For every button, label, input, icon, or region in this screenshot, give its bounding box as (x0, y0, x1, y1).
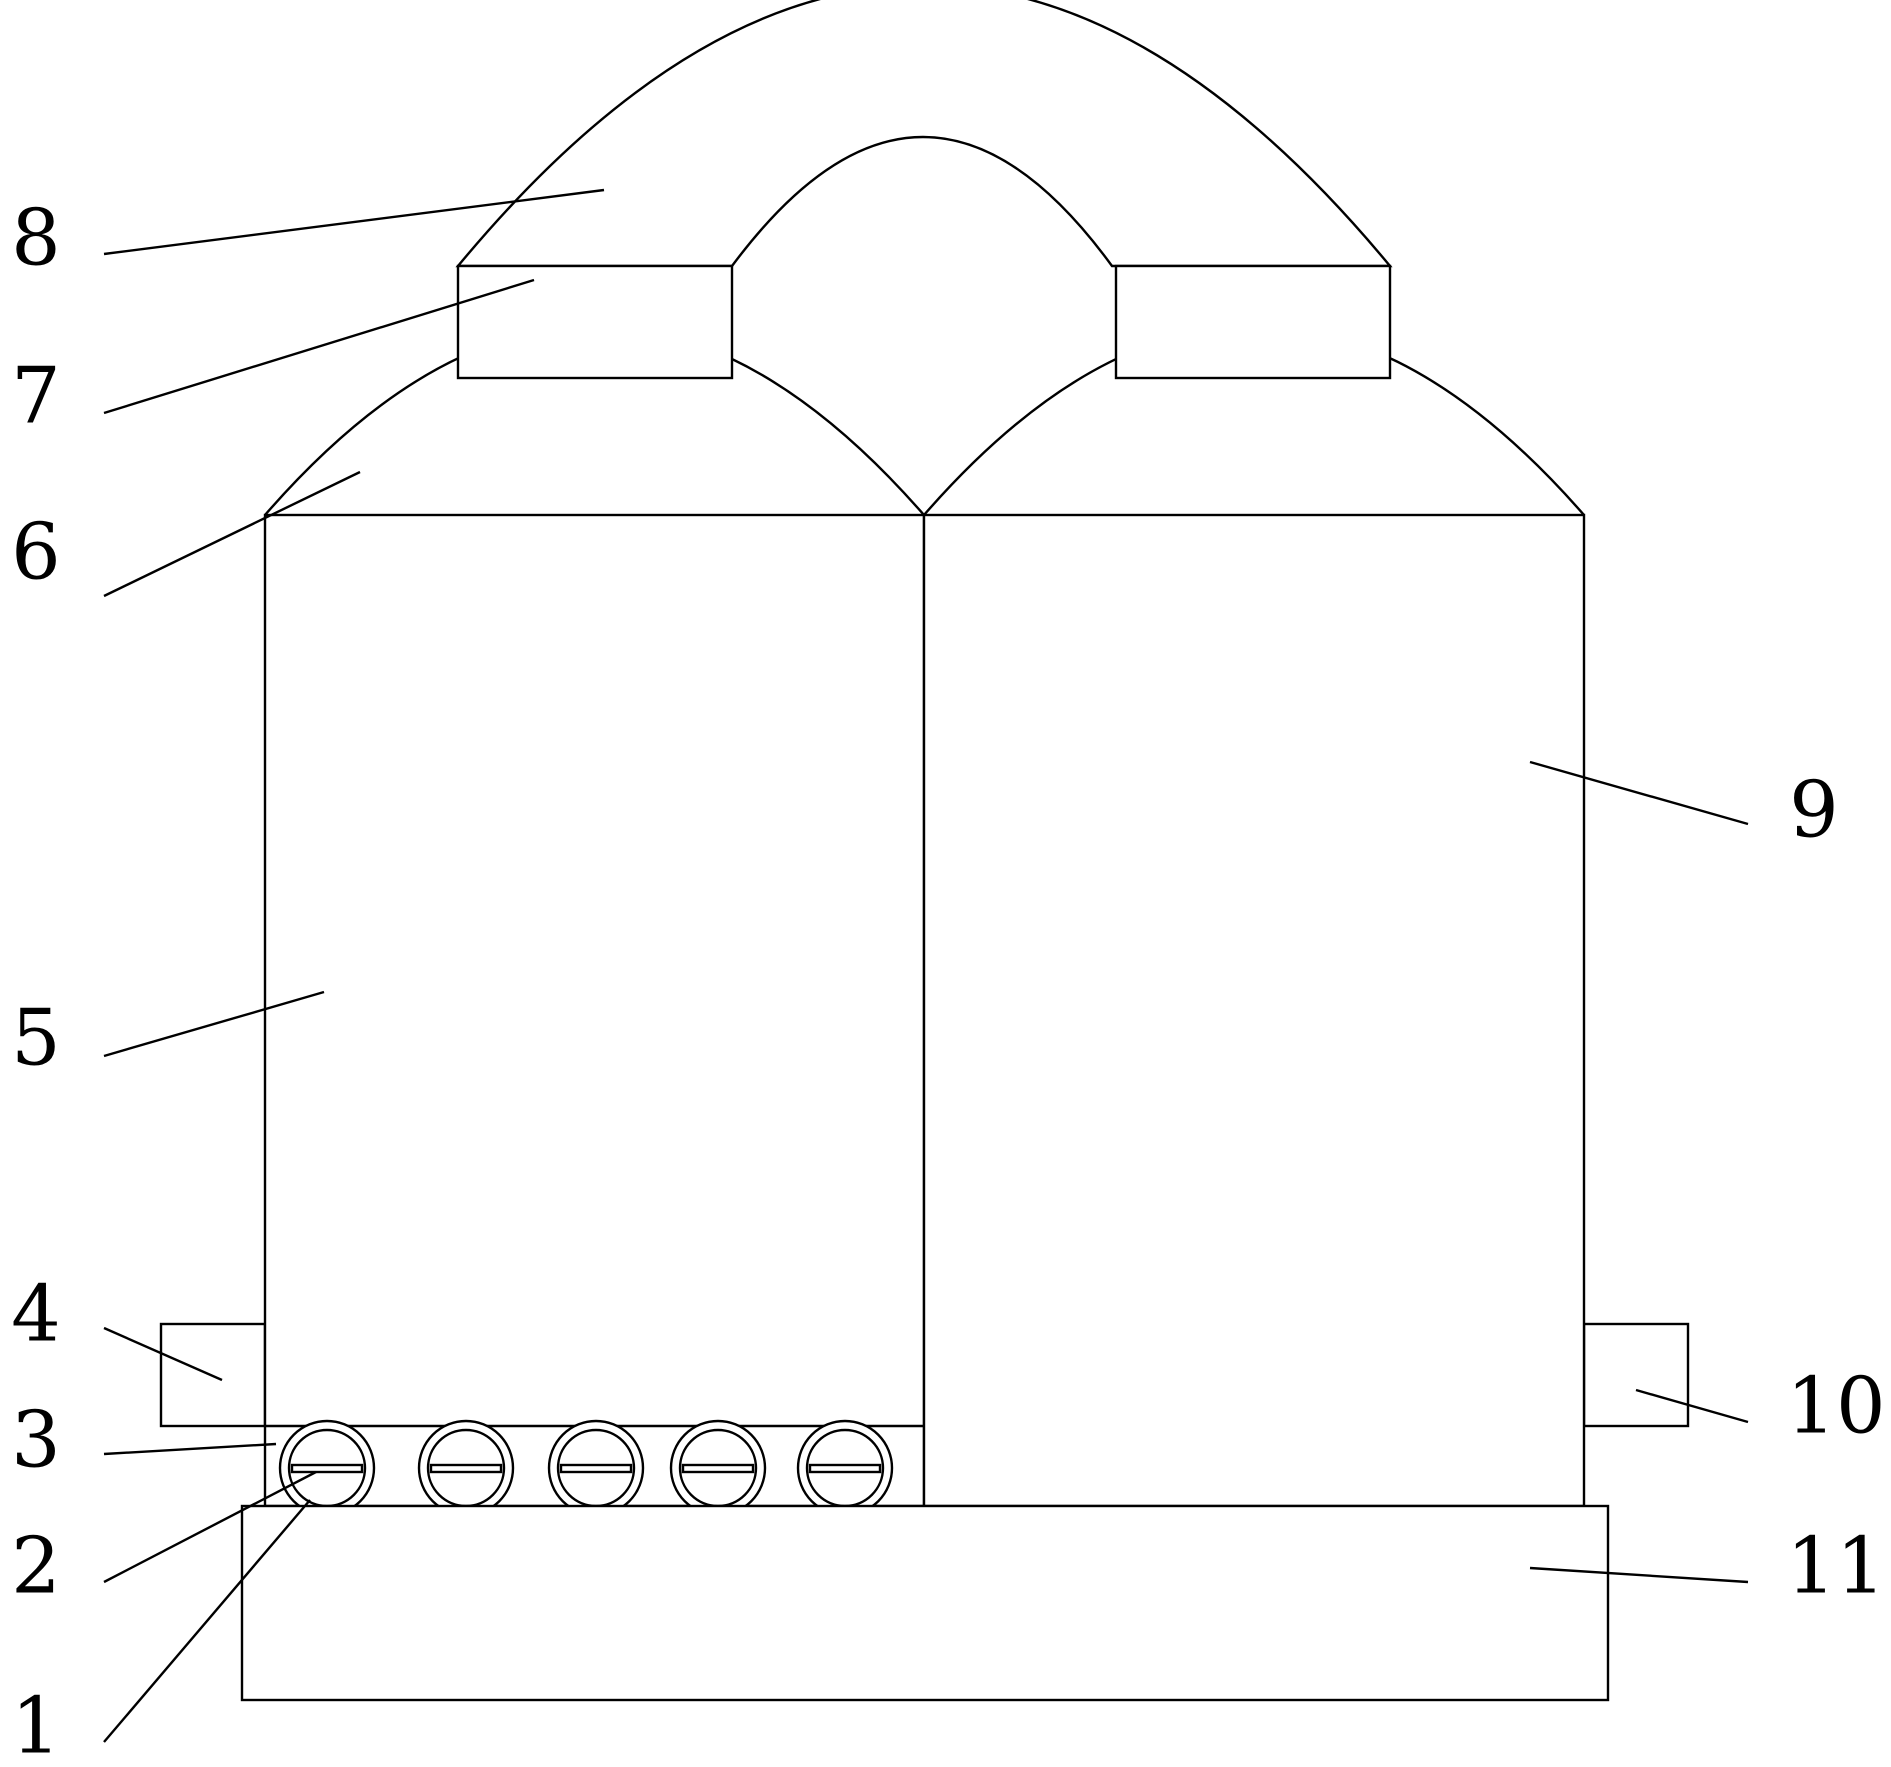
callout-label-6: 6 (11, 508, 61, 598)
roller (547, 1419, 645, 1517)
callout-label-11: 11 (1786, 1522, 1885, 1612)
callout-label-8: 8 (11, 194, 61, 284)
roller (278, 1419, 376, 1517)
arched-connecting-pipe (455, 0, 1393, 268)
callout-label-2: 2 (11, 1522, 61, 1612)
callout-label-3: 3 (11, 1396, 61, 1486)
right-side-nozzle (1582, 1322, 1690, 1428)
base-plate (240, 1504, 1610, 1702)
leader-line-10 (1635, 1388, 1749, 1424)
roller (669, 1419, 767, 1517)
callout-label-9: 9 (1789, 766, 1839, 856)
roller (417, 1419, 515, 1517)
leader-line-6 (103, 470, 361, 598)
callout-label-7: 7 (11, 352, 61, 442)
left-tank-body (263, 513, 926, 1508)
left-connector-block (456, 264, 734, 380)
leader-line-1 (103, 1499, 311, 1743)
callout-label-10: 10 (1786, 1362, 1885, 1452)
right-tank-body (922, 513, 1586, 1508)
leader-line-3 (103, 1442, 277, 1456)
roller (796, 1419, 894, 1517)
roller-row (278, 1419, 894, 1517)
leader-lines (103, 188, 1749, 1743)
callout-label-5: 5 (11, 994, 61, 1084)
leader-line-5 (103, 990, 325, 1058)
leader-line-7 (103, 278, 535, 415)
callout-label-4: 4 (11, 1270, 61, 1360)
right-connector-block (1114, 264, 1392, 380)
leader-line-4 (103, 1326, 223, 1382)
callout-labels: 8 7 6 5 4 3 2 1 9 10 11 (11, 194, 1885, 1767)
leader-line-8 (103, 188, 605, 256)
leader-line-9 (1529, 760, 1749, 826)
leader-line-2 (103, 1470, 317, 1584)
callout-label-1: 1 (11, 1682, 61, 1767)
leader-line-11 (1529, 1566, 1749, 1584)
